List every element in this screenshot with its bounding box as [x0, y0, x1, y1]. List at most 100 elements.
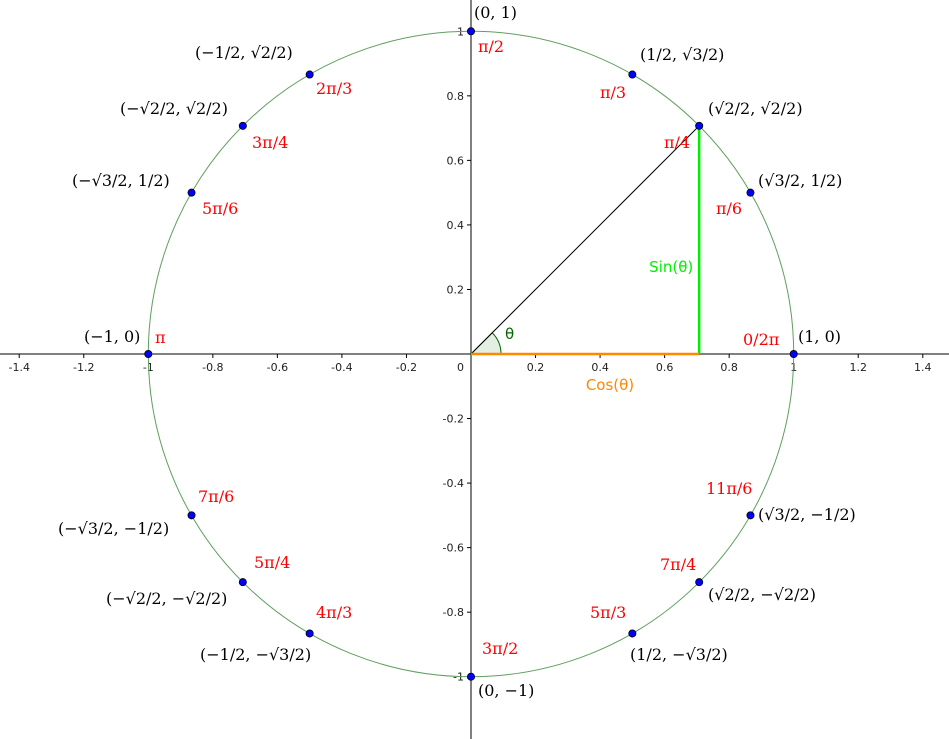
open-paren: ( — [758, 171, 765, 190]
angle-label: π/2 — [478, 37, 505, 56]
coordinate-label: (−1/2, −√3/2) — [200, 646, 311, 664]
circle-point — [144, 349, 153, 358]
y-coordinate: √2/2 — [760, 99, 797, 118]
open-paren: ( — [72, 171, 79, 190]
coordinate-label: (−1/2, √2/2) — [195, 44, 293, 62]
coordinate-label: (−√3/2, 1/2) — [72, 172, 170, 190]
close-paren: ) — [796, 99, 803, 118]
x-coordinate: −√2/2 — [126, 99, 176, 118]
x-coordinate: −√3/2 — [64, 519, 114, 538]
circle-point — [187, 188, 196, 197]
y-coordinate: −1/2 — [123, 519, 163, 538]
open-paren: ( — [708, 585, 715, 604]
comma: , — [800, 505, 811, 524]
open-paren: ( — [758, 505, 765, 524]
y-coordinate: √2/2 — [185, 99, 222, 118]
y-coordinate: √3/2 — [682, 45, 719, 64]
close-paren: ) — [836, 171, 843, 190]
sin-label: Sin(θ) — [649, 258, 693, 276]
y-tick-label: -0.4 — [443, 477, 464, 490]
angle-label: 5π/3 — [590, 603, 627, 622]
circle-point — [466, 672, 475, 681]
x-coordinate: −√3/2 — [78, 171, 128, 190]
circle-point — [789, 349, 798, 358]
close-paren: ) — [221, 99, 228, 118]
x-coordinate: 1/2 — [646, 45, 672, 64]
theta-angle-arc — [469, 332, 502, 355]
y-tick-label: -0.2 — [443, 413, 464, 426]
x-coordinate: √3/2 — [764, 505, 801, 524]
x-coordinate: √2/2 — [714, 585, 751, 604]
angle-label: 11π/6 — [706, 479, 753, 498]
angle-label: 7π/4 — [660, 555, 697, 574]
x-coordinate: −√2/2 — [112, 589, 162, 608]
y-coordinate: 1/2 — [137, 171, 164, 190]
circle-point — [628, 629, 637, 638]
circle-point — [695, 578, 704, 587]
x-tick-label: 1.4 — [914, 361, 932, 374]
close-paren: ) — [721, 645, 728, 664]
open-paren: ( — [120, 99, 127, 118]
x-coordinate: √2/2 — [714, 99, 751, 118]
x-tick-label: -0.2 — [396, 361, 417, 374]
close-paren: ) — [163, 171, 170, 190]
angle-label: 5π/6 — [202, 199, 239, 218]
coordinate-label: (0, 1) — [474, 3, 518, 22]
comma: , — [672, 45, 683, 64]
theta-label: θ — [505, 325, 514, 343]
y-tick-label: 0.4 — [447, 219, 465, 232]
coordinate-label: (√2/2, −√2/2) — [708, 586, 816, 604]
x-coordinate: 1/2 — [636, 645, 662, 664]
x-tick-label: 0.2 — [527, 361, 545, 374]
close-paren: ) — [809, 585, 816, 604]
y-coordinate: −√2/2 — [171, 589, 222, 608]
coordinate-label: (1, 0) — [798, 327, 842, 346]
y-coordinate: −√3/2 — [255, 645, 305, 664]
y-tick-label: -0.6 — [443, 542, 464, 555]
open-paren: ( — [58, 519, 65, 538]
circle-point — [746, 188, 755, 197]
comma: , — [161, 589, 172, 608]
radius-segment — [470, 125, 700, 355]
y-tick-label: -0.8 — [443, 606, 464, 619]
circle-point — [695, 121, 704, 130]
angle-label: 3π/4 — [252, 133, 289, 152]
y-coordinate: 1/2 — [810, 171, 837, 190]
coordinate-label: (−√3/2, −1/2) — [58, 520, 169, 538]
open-paren: ( — [640, 45, 647, 64]
angle-label: 5π/4 — [254, 553, 291, 572]
x-tick-label: 0.8 — [720, 361, 738, 374]
comma: , — [127, 171, 138, 190]
circle-point — [746, 511, 755, 520]
close-paren: ) — [162, 519, 170, 538]
coordinate-label: (−√2/2, −√2/2) — [106, 590, 227, 608]
open-paren: ( — [195, 43, 202, 62]
x-tick-label: -0.6 — [267, 361, 288, 374]
circle-point — [238, 578, 247, 587]
close-paren: ) — [221, 589, 228, 608]
x-tick-label: -0.8 — [202, 361, 223, 374]
y-coordinate: −√2/2 — [760, 585, 810, 604]
x-tick-label: -1.2 — [73, 361, 94, 374]
close-paren: ) — [718, 45, 725, 64]
open-paren: ( — [630, 645, 637, 664]
origin-label: 0 — [457, 361, 464, 374]
coordinate-label: (√2/2, √2/2) — [708, 100, 803, 118]
comma: , — [113, 519, 124, 538]
open-paren: ( — [708, 99, 715, 118]
comma: , — [750, 99, 761, 118]
comma: , — [800, 171, 811, 190]
circle-point — [466, 27, 475, 36]
coordinate-label: (−1, 0) — [84, 327, 141, 346]
angle-label: π — [155, 328, 166, 347]
circle-point — [305, 629, 314, 638]
x-tick-label: 0.4 — [591, 361, 609, 374]
x-tick-label: -1.4 — [8, 361, 29, 374]
coordinate-label: (1/2, −√3/2) — [630, 646, 728, 664]
x-coordinate: −1/2 — [201, 43, 241, 62]
x-tick-label: 0.6 — [656, 361, 674, 374]
y-tick-label: 0.2 — [447, 283, 465, 296]
coordinate-label: (0, −1) — [478, 681, 535, 700]
